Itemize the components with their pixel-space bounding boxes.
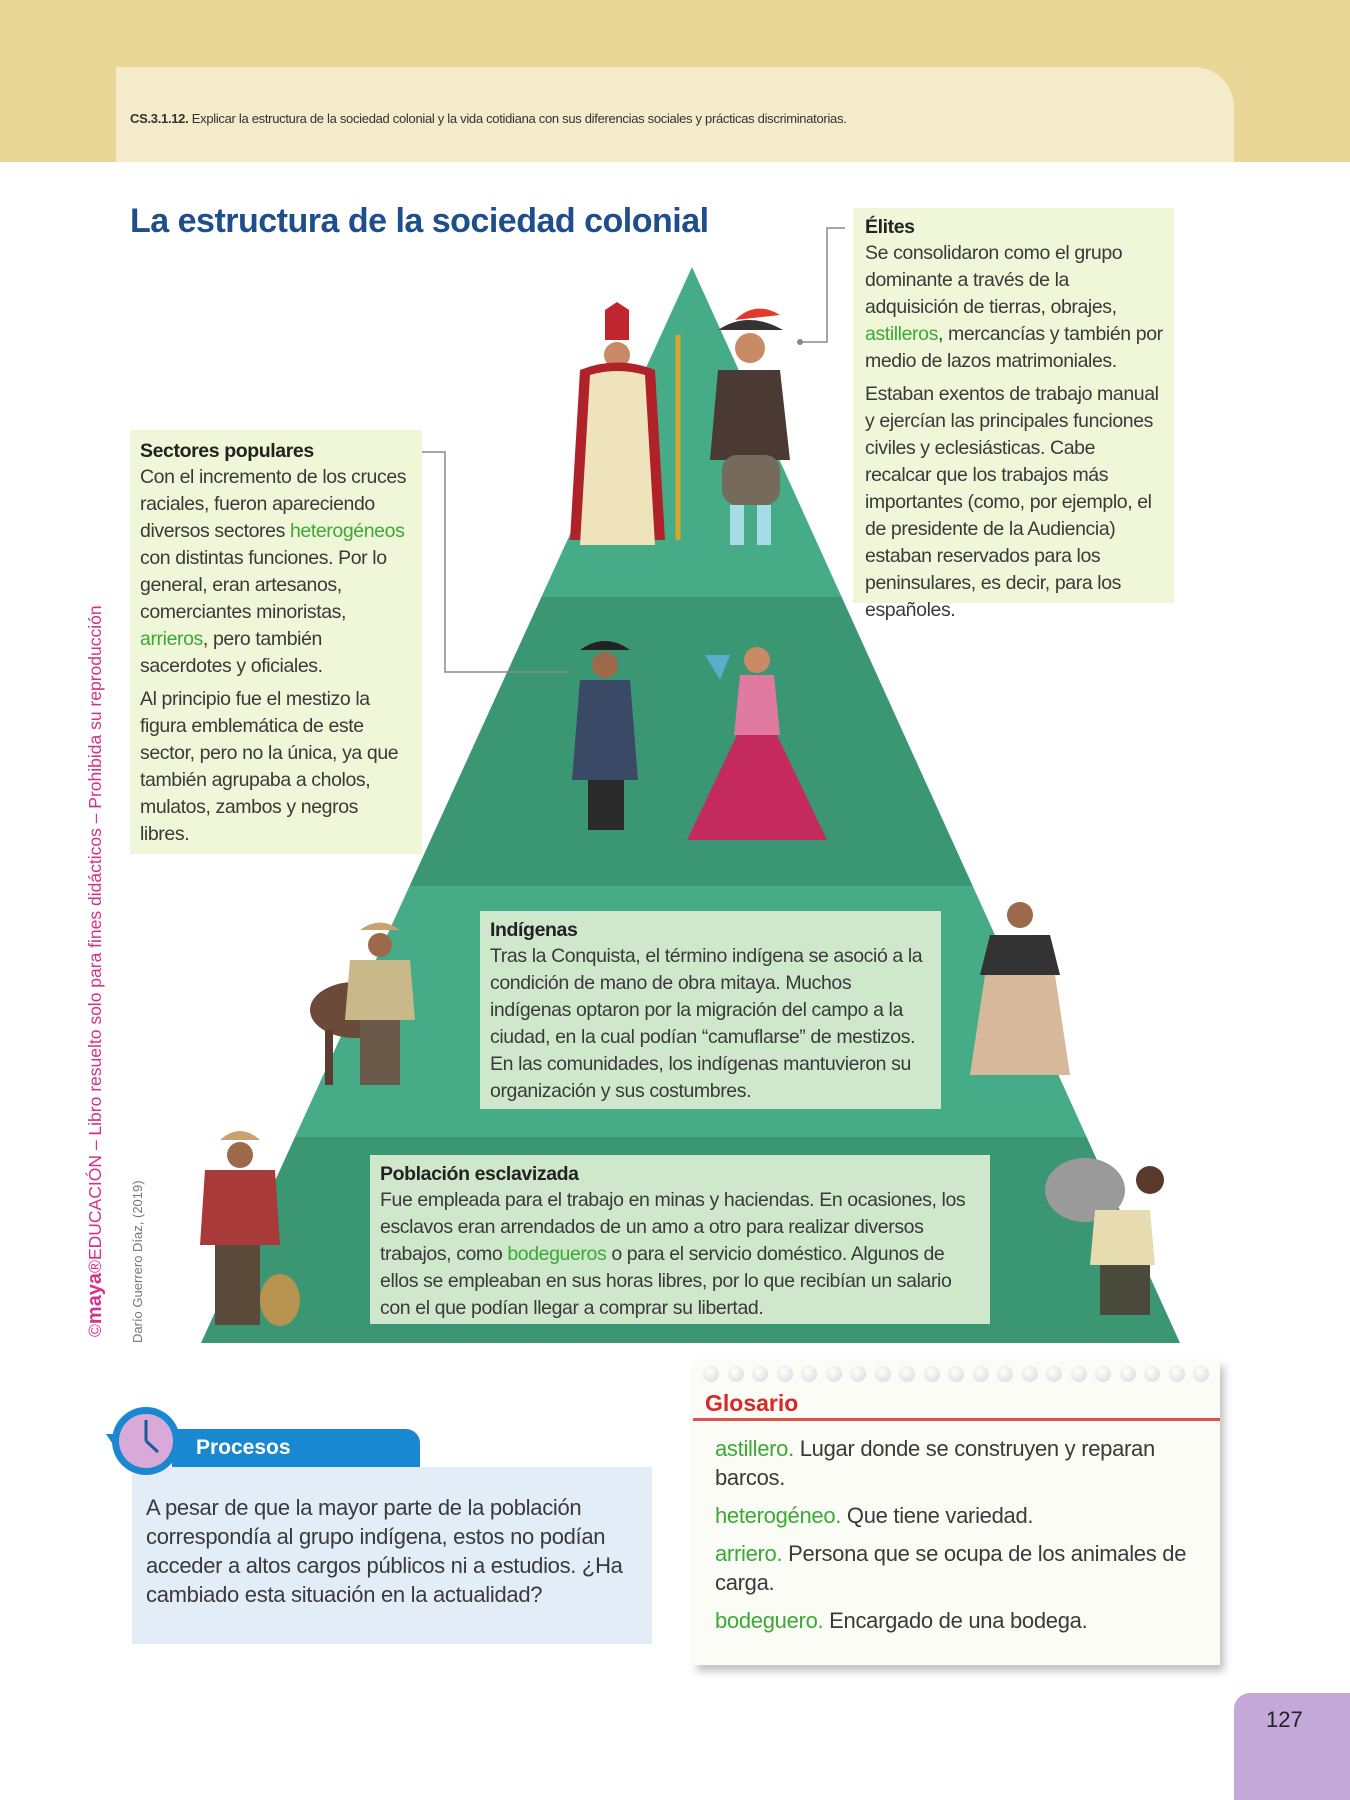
glossary-title: Glosario — [705, 1390, 799, 1416]
procesos-text: A pesar de que la mayor parte de la pobl… — [146, 1495, 623, 1607]
glossary-entry: bodeguero. Encargado de una bodega. — [715, 1608, 1088, 1633]
indigenas-box: Indígenas Tras la Conquista, el término … — [480, 911, 941, 1109]
sectores-paragraph-1: Con el incremento de los cruces raciales… — [140, 466, 407, 677]
glossary-entry: heterogéneo. Que tiene variedad. — [715, 1503, 1034, 1528]
header-band: CS.3.1.12. Explicar la estructura de la … — [0, 0, 1350, 162]
glossary-card: Glosario astillero. Lugar donde se const… — [693, 1360, 1220, 1665]
glossary-entry: astillero. Lugar donde se construyen y r… — [715, 1436, 1155, 1490]
elites-connector — [800, 227, 845, 343]
sectores-heading: Sectores populares — [140, 440, 314, 462]
elites-paragraph-1: Se consolidaron como el grupo dominante … — [865, 242, 1163, 372]
indigenas-heading: Indígenas — [490, 919, 578, 941]
woman-figure — [687, 647, 827, 840]
illustration-credit: Darío Guerrero Díaz, (2019) — [130, 1180, 145, 1343]
copyright-notice: ©maya®EDUCACIÓN – Libro resuelto solo pa… — [84, 605, 106, 1337]
objective-code: CS.3.1.12. — [130, 111, 189, 126]
procesos-label: Procesos — [196, 1436, 291, 1459]
poncho-man-figure — [200, 1131, 300, 1326]
sectores-paragraph-2: Al principio fue el mestizo la figura em… — [140, 688, 399, 845]
page-title: La estructura de la sociedad colonial — [130, 202, 709, 240]
glossary-divider — [693, 1418, 1220, 1421]
glossary-term-link[interactable]: bodegueros — [507, 1243, 607, 1265]
enslaved-man-figure — [1045, 1158, 1164, 1315]
elites-heading: Élites — [865, 216, 915, 238]
esclavizada-heading: Población esclavizada — [380, 1163, 579, 1185]
glossary-term-link[interactable]: arrieros — [140, 628, 203, 650]
procesos-tab: Procesos — [172, 1429, 420, 1467]
page-number: 127 — [1234, 1693, 1350, 1800]
glossary-term-link[interactable]: heterogéneos — [289, 520, 405, 542]
clock-icon — [106, 1407, 180, 1475]
esclavizada-box: Población esclavizada Fue empleada para … — [370, 1155, 990, 1324]
noble-figure — [710, 308, 790, 545]
sectores-box: Sectores populares Con el incremento de … — [130, 430, 422, 854]
bishop-figure — [570, 302, 681, 545]
glossary-term-link[interactable]: astilleros — [865, 323, 938, 345]
procesos-box: A pesar de que la mayor parte de la pobl… — [132, 1467, 652, 1644]
indigenas-text: Tras la Conquista, el término indígena s… — [490, 945, 923, 1102]
objective-banner: CS.3.1.12. Explicar la estructura de la … — [116, 67, 1234, 162]
brand-logo: maya — [84, 1272, 106, 1325]
notebook-rings — [703, 1366, 1209, 1382]
elites-paragraph-2: Estaban exentos de trabajo manual y ejer… — [865, 383, 1159, 621]
mestizo-figure — [572, 641, 638, 830]
glossary-entry: arriero. Persona que se ocupa de los ani… — [715, 1541, 1187, 1595]
esclavizada-text: Fue empleada para el trabajo en minas y … — [380, 1189, 966, 1319]
elites-box: Élites Se consolidaron como el grupo dom… — [853, 208, 1174, 621]
objective-text: Explicar la estructura de la sociedad co… — [191, 111, 847, 126]
indigenous-woman-figure — [970, 902, 1070, 1075]
indigenous-man-figure — [310, 922, 415, 1085]
